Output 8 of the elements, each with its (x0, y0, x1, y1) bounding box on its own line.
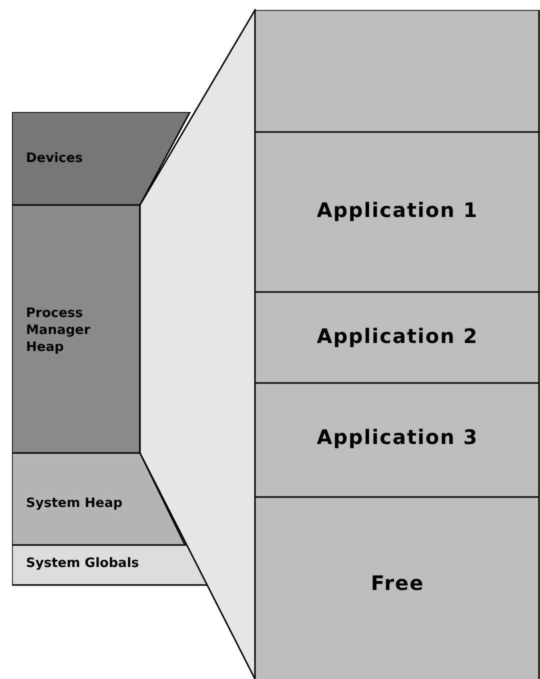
region-label: Free (370, 571, 426, 595)
region-label: Application 1 (316, 198, 480, 222)
region-label: Devices (26, 150, 84, 167)
region-label: System Heap (26, 495, 124, 512)
region-label: Application 3 (316, 425, 480, 449)
region-label: Application 2 (316, 324, 480, 348)
region-label: Process Manager Heap (26, 305, 92, 356)
region-label: System Globals (26, 555, 140, 572)
